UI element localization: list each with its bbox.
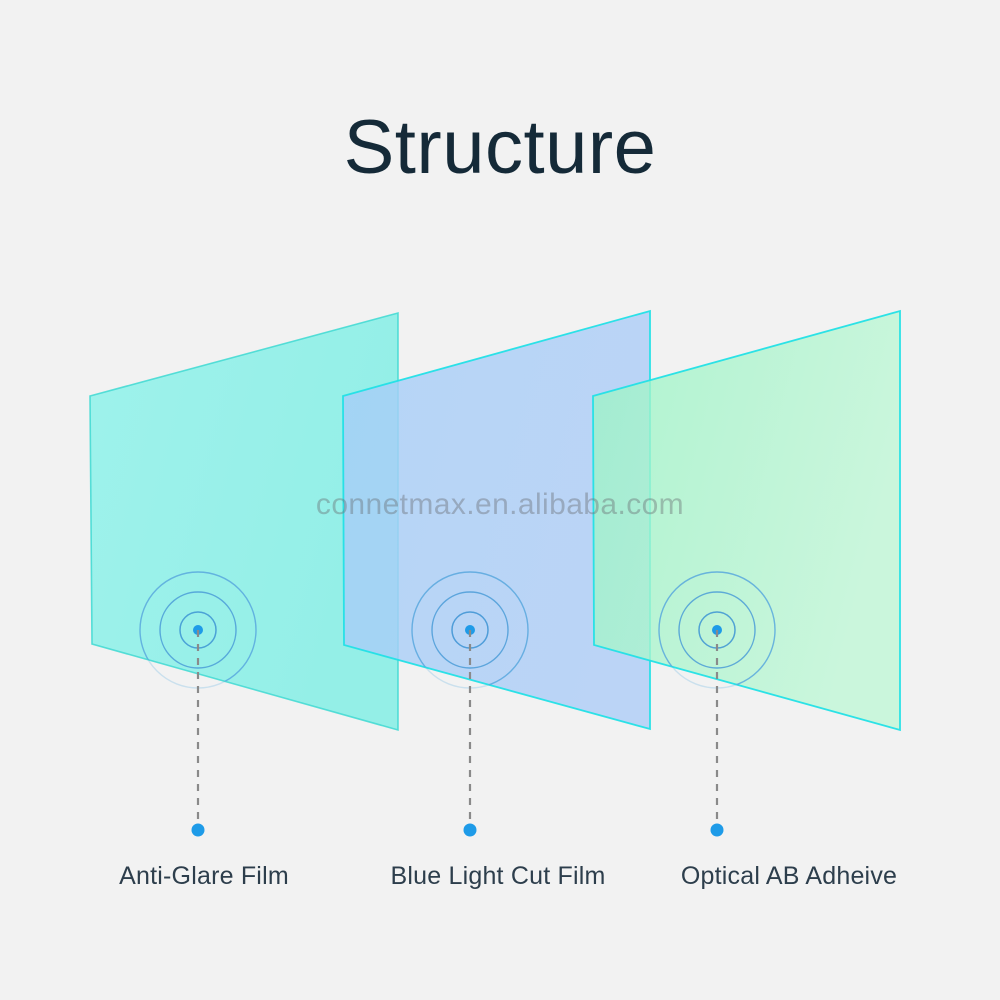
leader-dot-layer-3[interactable] xyxy=(710,823,724,837)
ripple-ring-middle xyxy=(431,591,509,669)
ripple-ring-middle xyxy=(678,591,756,669)
page-title: Structure xyxy=(343,105,657,190)
layer-label-anti-glare-film: Anti-Glare Film xyxy=(119,862,289,890)
leader-end-dots xyxy=(191,823,724,837)
panel-stack xyxy=(89,309,901,732)
leader-dot-layer-1[interactable] xyxy=(191,823,205,837)
leader-lines xyxy=(196,630,719,826)
layer-label-row: Anti-Glare Film Blue Light Cut Film Opti… xyxy=(0,862,1000,906)
layer-label-optical-ab-adhesive: Optical AB Adheive xyxy=(680,862,898,890)
panel-anti-glare-film[interactable] xyxy=(89,311,399,732)
leader-dot-layer-2[interactable] xyxy=(463,823,477,837)
panel-blue-light-cut-film[interactable] xyxy=(342,309,651,731)
ripple-ring-middle xyxy=(159,591,237,669)
layer-label-blue-light-cut-film: Blue Light Cut Film xyxy=(390,862,606,890)
panel-optical-ab-adhesive[interactable] xyxy=(592,309,901,732)
